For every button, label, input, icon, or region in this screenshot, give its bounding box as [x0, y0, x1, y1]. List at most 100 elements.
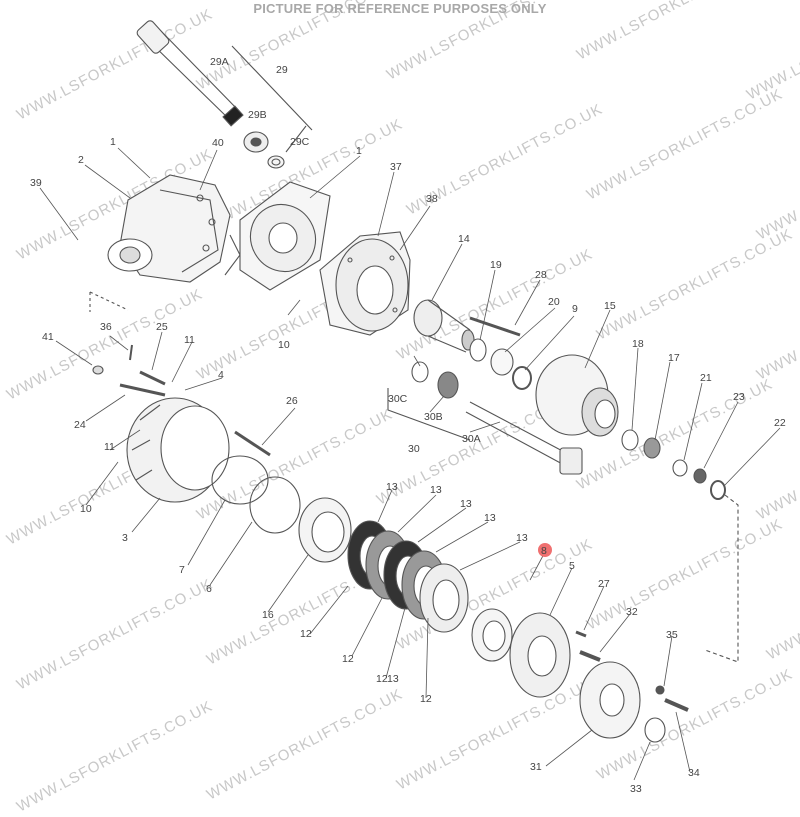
washer-35: [655, 685, 665, 695]
callout-31: 31: [530, 761, 542, 773]
callout-14: 14: [458, 233, 470, 245]
callout-9: 9: [572, 303, 578, 315]
callout-22: 22: [774, 417, 786, 429]
watermark-text: WWW.LSFORKLIFTS.CO.UK: [754, 266, 800, 384]
callout-5: 5: [569, 560, 575, 572]
planet-carrier-15: [535, 354, 619, 437]
callout-6: 6: [206, 583, 212, 595]
callout-3: 3: [122, 532, 128, 544]
axle-housing-part: [107, 174, 241, 283]
callout-29: 29: [276, 64, 288, 76]
callout-30: 30: [408, 443, 420, 455]
plug-41: [92, 365, 104, 375]
callout-12: 12: [376, 673, 388, 685]
callout-30c: 30C: [388, 393, 408, 405]
watermark-text: WWW.LSFORKLIFTS.CO.UK: [764, 546, 800, 664]
callout-20: 20: [548, 296, 560, 308]
bolt-27: [575, 630, 587, 638]
callout-34: 34: [688, 767, 700, 779]
bearing-29b: [243, 131, 269, 153]
callout-1: 1: [110, 136, 116, 148]
callout-4: 4: [218, 369, 224, 381]
callout-12: 12: [420, 693, 432, 705]
callout-30a: 30A: [462, 433, 481, 445]
bolt-26: [234, 430, 271, 457]
callout-7: 7: [179, 564, 185, 576]
callout-41: 41: [42, 331, 54, 343]
callout-11: 11: [184, 334, 195, 346]
o-ring-7: [211, 455, 269, 505]
watermark-text: WWW.LSFORKLIFTS.CO.UK: [4, 286, 206, 404]
axle-shaft-30: [411, 361, 583, 475]
callout-2: 2: [78, 154, 84, 166]
watermark-text: WWW.LSFORKLIFTS.CO.UK: [204, 686, 406, 804]
callout-15: 15: [604, 300, 616, 312]
watermark-text: WWW.LSFORKLIFTS.CO.UK: [584, 516, 786, 634]
watermark-text: WWW.LSFORKLIFTS.CO.UK: [14, 576, 216, 694]
callout-28: 28: [535, 269, 547, 281]
reference-banner: PICTURE FOR REFERENCE PURPOSES ONLY: [253, 1, 547, 16]
ring-23: [693, 468, 707, 484]
ring-18: [621, 429, 639, 451]
ring-19: [469, 338, 487, 362]
bracket-29: [231, 45, 313, 153]
callout-19: 19: [490, 259, 502, 271]
pin-24: [119, 383, 166, 397]
callout-13: 13: [516, 532, 528, 544]
callout-25: 25: [156, 321, 168, 333]
bracket-30: [387, 388, 471, 441]
watermark-layer: WWW.LSFORKLIFTS.CO.UKWWW.LSFORKLIFTS.CO.…: [4, 0, 800, 816]
watermark-text: WWW.LSFORKLIFTS.CO.UK: [14, 6, 216, 124]
callout-39: 39: [30, 177, 42, 189]
bearing-17: [643, 437, 661, 459]
stub-shaft-14: [413, 299, 475, 353]
callout-12: 12: [342, 653, 354, 665]
watermark-text: WWW.LSFORKLIFTS.CO.UK: [14, 698, 216, 812]
input-shaft-part: [136, 20, 244, 127]
watermark-text: WWW.LSFORKLIFTS.CO.UK: [754, 126, 800, 244]
pin-25: [139, 370, 166, 386]
watermark-text: WWW.LSFORKLIFTS.CO.UK: [594, 226, 796, 344]
leader-lines: [39, 147, 781, 781]
callout-29c: 29C: [290, 136, 310, 148]
washer-21: [672, 459, 688, 477]
seal-29c: [267, 155, 285, 169]
housing-cover-part: [239, 181, 331, 291]
watermark-text: WWW.LSFORKLIFTS.CO.UK: [584, 86, 786, 204]
callout-37: 37: [390, 161, 402, 173]
callout-18: 18: [632, 338, 644, 350]
callout-10: 10: [80, 503, 92, 515]
callout-24: 24: [74, 419, 86, 431]
callout-40: 40: [212, 137, 224, 149]
callout-38: 38: [426, 193, 438, 205]
callout-1: 1: [356, 145, 362, 157]
bracket-right: [704, 494, 739, 663]
callout-23: 23: [733, 391, 745, 403]
ring-9: [512, 366, 532, 390]
ring-22: [710, 480, 726, 500]
bolt-28: [469, 316, 521, 337]
callout-16: 16: [262, 609, 274, 621]
brake-disc-stack: [347, 520, 469, 633]
callout-10: 10: [278, 339, 290, 351]
piston-16: [298, 497, 352, 563]
o-ring-6: [249, 476, 301, 534]
hub-carrier-part: [319, 231, 411, 336]
brake-housing-3: [126, 397, 230, 503]
callout-13: 13: [484, 512, 496, 524]
flange-31: [579, 661, 641, 739]
callout-33: 33: [630, 783, 642, 795]
ring-20: [490, 348, 514, 376]
highlight-marker: [538, 543, 552, 557]
callout-30b: 30B: [424, 411, 443, 423]
callout-29a: 29A: [210, 56, 229, 68]
callout-29b: 29B: [248, 109, 267, 121]
callout-13: 13: [386, 481, 398, 493]
callout-8: 8: [541, 545, 547, 557]
callout-17: 17: [668, 352, 680, 364]
callout-32: 32: [626, 606, 638, 618]
callout-27: 27: [598, 578, 610, 590]
